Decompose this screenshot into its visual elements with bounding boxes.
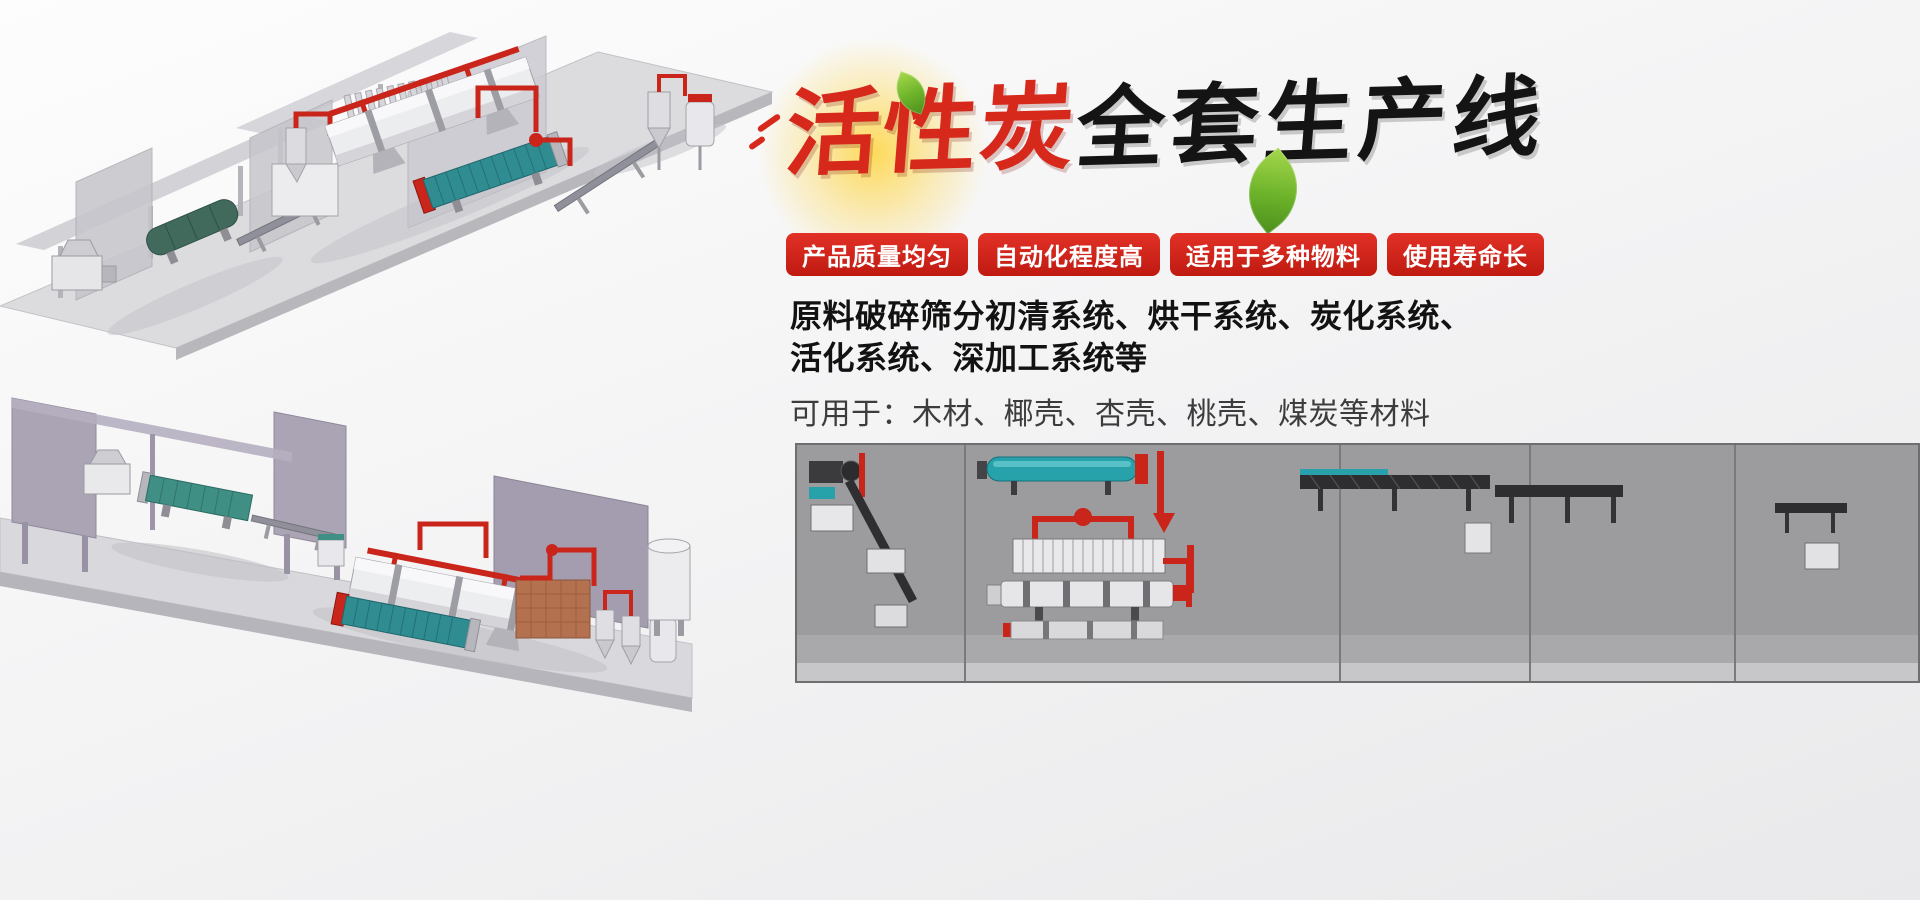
schematic-feeding-crushing-section [809,453,917,628]
belt-conveyor [553,139,660,215]
crusher-hopper [51,239,117,291]
production-line-layout-schematic [795,443,1920,683]
badge-materials: 适用于多种物料 [1170,233,1377,276]
schematic-cooling-drum [977,451,1175,533]
screening-drum [146,199,239,265]
systems-line-2: 活化系统、深加工系统等 [790,339,1148,376]
cyclone-and-tank-cluster [647,74,715,170]
feature-badges: 产品质量均匀 自动化程度高 适用于多种物料 使用寿命长 [786,233,1544,276]
red-pipework [475,85,539,132]
schematic-rotary-drum-2 [1003,620,1164,640]
rotary-dryer-drum [324,46,540,175]
description-block: 原料破碎筛分初清系统、烘干系统、炭化系统、 活化系统、深加工系统等 可用于：木材… [790,296,1473,433]
yellow-glow-burst [748,38,998,268]
rotary-dryer-drum [347,547,557,652]
title-black-text: 全套生产线 [1072,66,1551,179]
wall-panel [11,397,97,539]
cyclone-dust-collector [271,111,339,217]
applicable-materials-line: 可用于：木材、椰壳、杏壳、桃壳、煤炭等材料 [790,398,1431,432]
activation-furnace-drum [330,591,482,653]
cyclone-and-tank-cluster [595,590,677,666]
schematic-truss-conveyor-1 [1300,469,1490,511]
schematic-heat-exchanger [1012,508,1192,607]
badge-lifespan: 使用寿命长 [1387,233,1544,276]
hero-title: 活性炭全套生产线 [747,38,1550,268]
canopy-beam [236,32,478,134]
wall-panel [273,411,347,549]
schematic-discharge-section [1775,503,1847,570]
schematic-truss-conveyor-2 [1464,485,1623,554]
red-pipework [417,521,489,558]
production-line-3d-illustration-top [0,32,774,360]
schematic-rotary-drum-1 [986,545,1194,621]
badge-automation: 自动化程度高 [978,233,1160,276]
badge-product-quality: 产品质量均匀 [786,233,968,276]
screening-drum [136,471,254,530]
surge-bin [317,534,345,567]
brick-carbonization-furnace [515,579,591,639]
production-line-3d-illustration-bottom [0,397,693,712]
feed-hopper [83,449,131,495]
canopy-beam [12,398,292,462]
title-red-text: 活性炭 [781,74,1082,188]
storage-silo [647,538,691,636]
activation-furnace-drum [412,131,569,214]
systems-line-1: 原料破碎筛分初清系统、烘干系统、炭化系统、 [790,298,1473,334]
